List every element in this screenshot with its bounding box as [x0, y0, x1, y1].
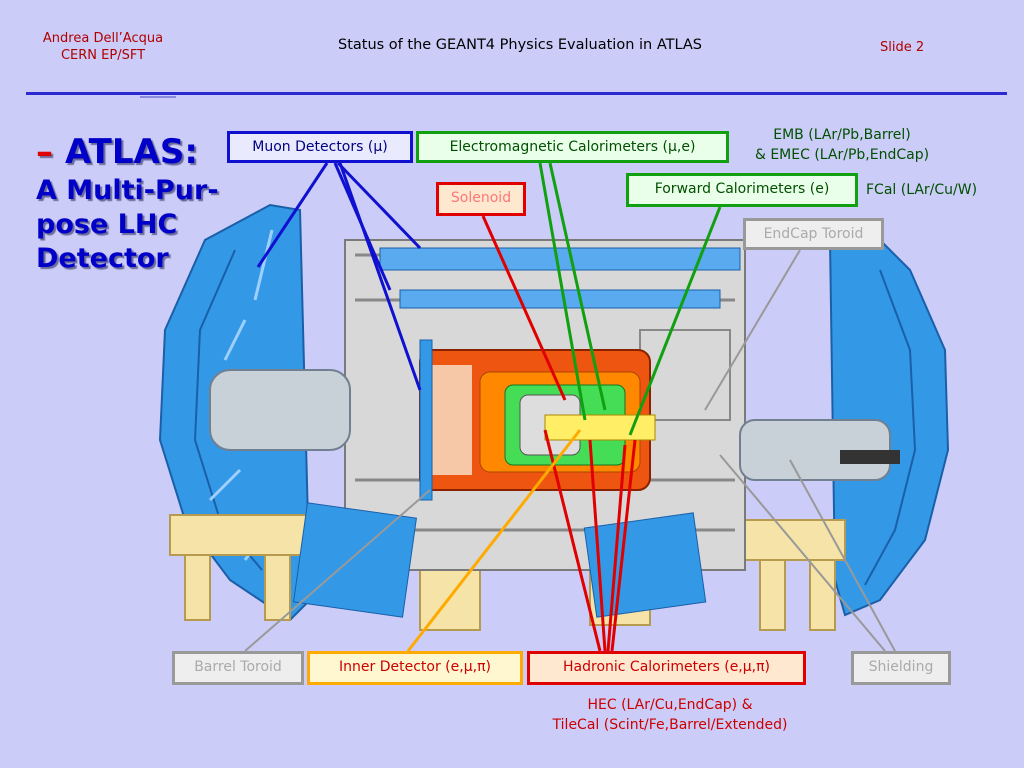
label-forward-calorimeters: Forward Calorimeters (e): [626, 173, 858, 207]
toroid-leader-lines: [244, 249, 896, 652]
author-affiliation: CERN EP/SFT: [60, 48, 146, 63]
label-solenoid: Solenoid: [436, 182, 526, 216]
heading-block: –ATLAS: A Multi-Pur- pose LHC Detector: [36, 130, 219, 276]
label-em-calorimeters: Electromagnetic Calorimeters (μ,e): [416, 131, 729, 163]
label-barrel-toroid: Barrel Toroid: [172, 651, 304, 685]
note-emb-emec: EMB (LAr/Pb,Barrel) & EMEC (LAr/Pb,EndCa…: [724, 125, 960, 165]
muon-leader-lines: [256, 161, 422, 391]
note-hec-line2: TileCal (Scint/Fe,Barrel/Extended): [552, 717, 788, 733]
hadronic-leader-lines: [481, 215, 637, 652]
calorimeter-barrel: [419, 339, 656, 501]
note-emb-line1: EMB (LAr/Pb,Barrel): [773, 127, 911, 143]
heading-title-line: –ATLAS:: [36, 130, 219, 174]
header-divider-accent: [140, 96, 176, 98]
forward-shielding: [209, 329, 900, 481]
label-hadronic-calorimeters: Hadronic Calorimeters (e,μ,π): [527, 651, 806, 685]
inner-leader-line: [406, 429, 582, 652]
slide-title: Status of the GEANT4 Physics Evaluation …: [337, 37, 703, 53]
note-fcal: FCal (LAr/Cu/W): [866, 182, 978, 198]
heading-subtitle-1: A Multi-Pur-: [36, 175, 219, 206]
heading-subtitle-2: pose LHC: [36, 209, 178, 240]
label-inner-detector: Inner Detector (e,μ,π): [307, 651, 523, 685]
note-hec-tilecal: HEC (LAr/Cu,EndCap) & TileCal (Scint/Fe,…: [500, 695, 840, 735]
author-block: Andrea Dell’Acqua CERN EP/SFT: [18, 30, 188, 64]
em-leader-lines: [538, 162, 722, 436]
header-divider: [26, 92, 1007, 95]
label-muon-detectors: Muon Detectors (μ): [227, 131, 413, 163]
slide-number: Slide 2: [880, 40, 925, 55]
note-emb-line2: & EMEC (LAr/Pb,EndCap): [754, 147, 930, 163]
heading-bullet: –: [36, 132, 53, 172]
note-hec-line1: HEC (LAr/Cu,EndCap) &: [587, 697, 753, 713]
label-shielding: Shielding: [851, 651, 951, 685]
heading-title: ATLAS:: [65, 132, 198, 172]
label-endcap-toroid: EndCap Toroid: [743, 218, 884, 250]
heading-subtitle-3: Detector: [36, 243, 169, 274]
author-name: Andrea Dell’Acqua: [42, 31, 164, 46]
